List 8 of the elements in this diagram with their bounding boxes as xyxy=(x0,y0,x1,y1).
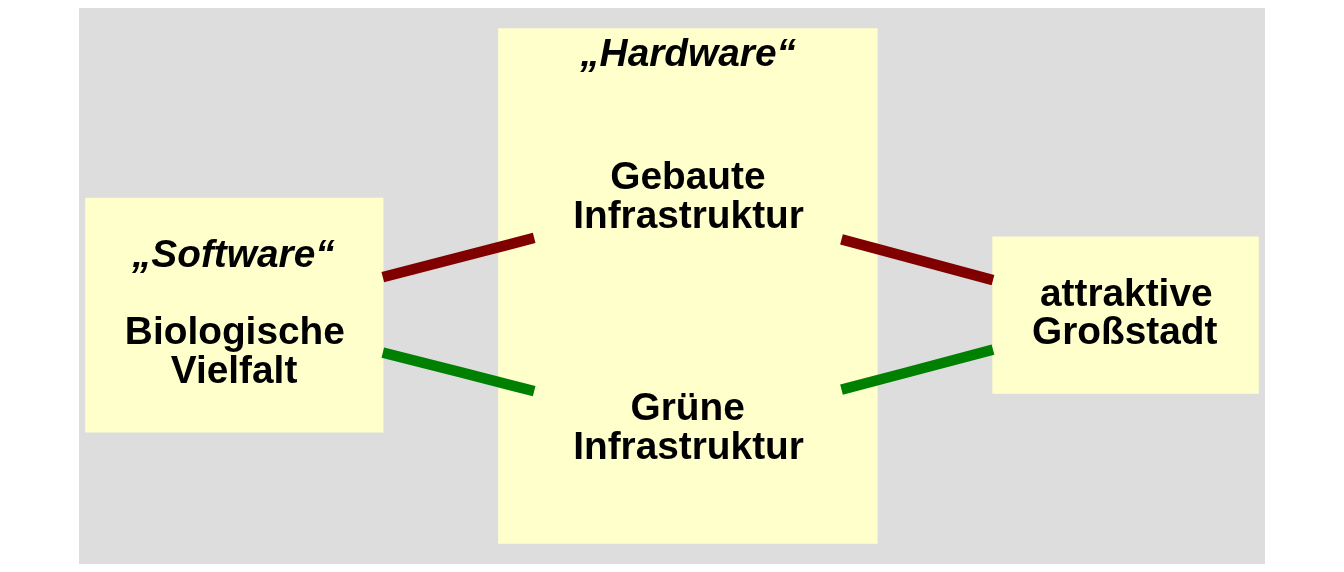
node-text: Gebaute Infrastruktur xyxy=(573,154,804,236)
node-box: attraktive Großstadt xyxy=(992,236,1259,394)
node-box: „Software“ Biologische Vielfalt xyxy=(85,197,384,433)
connector xyxy=(381,347,536,397)
connector xyxy=(381,232,536,283)
connector xyxy=(840,344,995,395)
connector xyxy=(840,234,995,286)
node-text: Grüne Infrastruktur xyxy=(573,385,804,468)
